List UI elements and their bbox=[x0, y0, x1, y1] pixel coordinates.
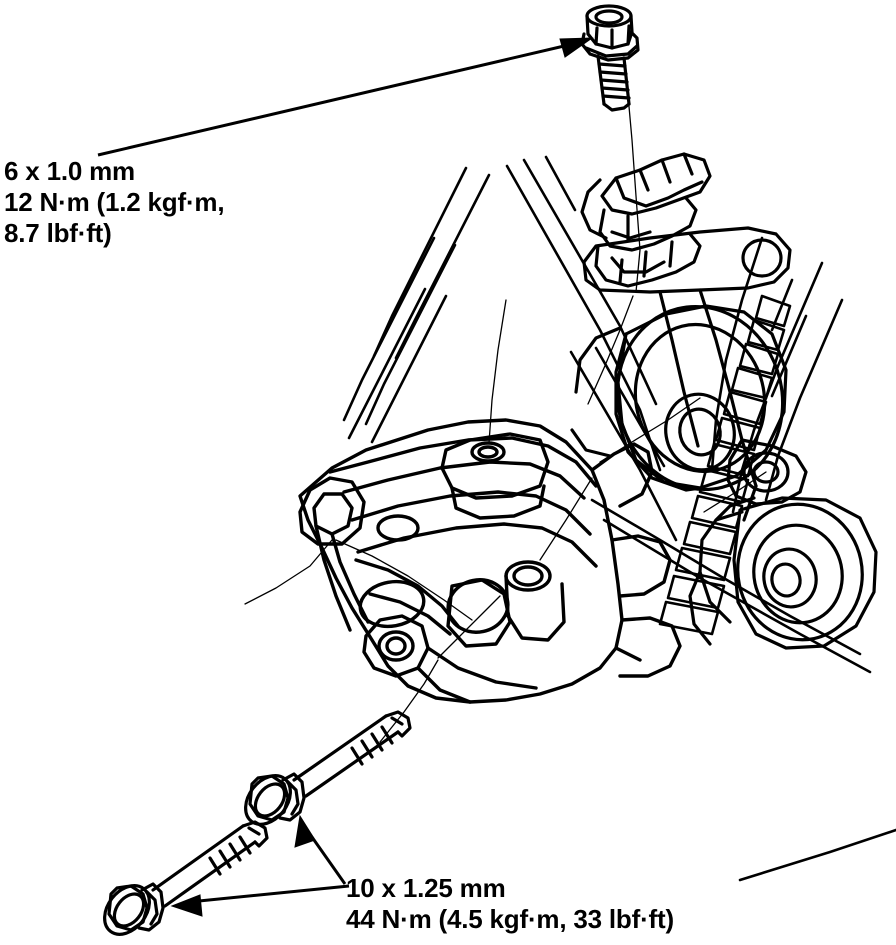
arrow-to-lower-bolt-upper bbox=[294, 814, 347, 885]
upper-flange-bolt bbox=[580, 4, 640, 112]
tensioner-pulley bbox=[570, 304, 788, 492]
upper-bolt-spec-label: 6 x 1.0 mm 12 N·m (1.2 kgf·m, 8.7 lbf·ft… bbox=[4, 156, 225, 248]
arrow-to-lower-bolt-lower bbox=[170, 884, 350, 917]
leader-lines bbox=[244, 83, 767, 743]
idler-pulley bbox=[688, 496, 878, 650]
callout-arrows bbox=[97, 37, 594, 917]
engine-side-mount-bracket bbox=[298, 418, 682, 704]
lower-flange-bolt-lower bbox=[103, 820, 269, 936]
arrow-to-upper-bolt bbox=[97, 37, 594, 157]
lower-bolts-spec-label: 10 x 1.25 mm 44 N·m (4.5 kgf·m, 33 lbf·f… bbox=[346, 873, 674, 934]
lower-flange-bolt-upper bbox=[244, 710, 412, 826]
engine-block-body bbox=[342, 155, 896, 882]
belt-tensioner-arm bbox=[582, 226, 808, 522]
wiring-connector-bracket bbox=[580, 152, 712, 288]
